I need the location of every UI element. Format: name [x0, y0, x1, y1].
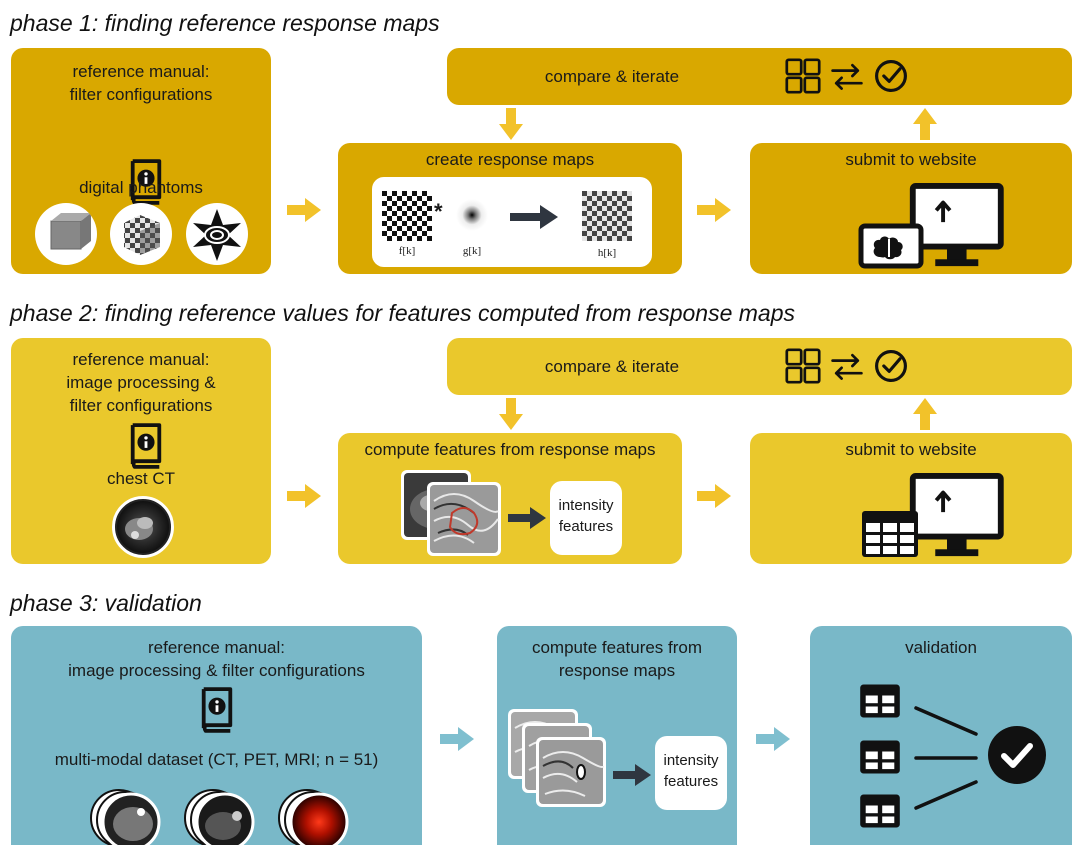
phase3-manual-panel: reference manual: image processing & fil… — [11, 626, 422, 845]
phase1-create-panel: create response maps * f[k] g[k] h[k] — [338, 143, 682, 274]
ct-scan-stack-image — [90, 789, 161, 845]
check-circle-icon — [875, 350, 907, 382]
phase2-manual-title: reference manual: image processing & fil… — [66, 350, 216, 415]
pet-scan-stack-image — [278, 789, 349, 845]
arrow-right-icon — [287, 198, 321, 222]
phase2-submit-label: submit to website — [845, 440, 977, 459]
phase1-create-label: create response maps — [425, 150, 595, 169]
equation-box: * f[k] g[k] h[k] — [372, 177, 652, 267]
arrow-down-icon — [499, 398, 523, 430]
connector-lines — [914, 706, 978, 810]
convolution-symbol: * — [434, 199, 443, 224]
phase1-manual-panel: reference manual: filter configurations … — [11, 48, 271, 274]
arrow-up-icon — [913, 398, 937, 430]
gaussian-kernel-image — [456, 199, 488, 231]
eq-f-label: f[k] — [398, 245, 416, 257]
eq-h-label: h[k] — [597, 247, 617, 259]
brain-tablet-icon — [858, 223, 924, 269]
arrow-right-icon — [508, 507, 546, 529]
phase2-ct-label: chest CT — [106, 469, 176, 488]
phase2-submit-panel: submit to website — [750, 433, 1072, 564]
phantom-star-image — [186, 203, 248, 265]
phase3-manual-title: reference manual: image processing & fil… — [68, 638, 365, 680]
eq-g-label: g[k] — [462, 245, 482, 257]
phase1-title: phase 1: finding reference response maps — [10, 10, 440, 36]
checkerboard-image — [382, 191, 432, 241]
check-circle-icon — [875, 60, 907, 92]
phase2-compare-panel: compare & iterate — [447, 338, 1072, 395]
intensity-features-box: intensity features — [550, 481, 622, 555]
table-icon — [862, 511, 918, 557]
intensity-features-label: intensity features — [558, 497, 614, 535]
mri-scan-stack-image — [184, 789, 255, 845]
response-map-image — [536, 737, 606, 807]
grid-icon — [785, 58, 821, 94]
phase1-manual-title: reference manual: filter configurations — [69, 62, 213, 104]
phase3-title: phase 3: validation — [10, 590, 202, 616]
arrow-right-icon — [440, 727, 474, 751]
phase3-compute-panel: compute features from response maps inte… — [497, 626, 737, 845]
arrow-right-icon — [613, 764, 651, 786]
swap-arrows-icon — [831, 63, 863, 90]
phase2-compute-panel: compute features from response maps inte… — [338, 433, 682, 564]
phase1-submit-label: submit to website — [845, 150, 977, 169]
phase2-compare-label: compare & iterate — [544, 357, 680, 376]
grid-icon — [785, 348, 821, 384]
phase1-submit-panel: submit to website — [750, 143, 1072, 274]
phase3-validation-panel: validation — [810, 626, 1072, 845]
phase2-title: phase 2: finding reference values for fe… — [10, 300, 795, 326]
phase1-compare-panel: compare & iterate — [447, 48, 1072, 105]
chest-ct-image — [112, 496, 174, 558]
check-circle-icon — [988, 726, 1046, 784]
intensity-features-box: intensity features — [655, 736, 727, 810]
book-info-icon — [130, 423, 162, 469]
arrow-right-icon — [287, 484, 321, 508]
phase2-manual-panel: reference manual: image processing & fil… — [11, 338, 271, 564]
swap-arrows-icon — [831, 353, 863, 380]
phase2-compute-label: compute features from response maps — [364, 440, 656, 459]
phase3-compute-label: compute features from response maps — [531, 638, 703, 680]
table-icon — [860, 794, 900, 828]
response-map-image — [427, 482, 501, 556]
book-info-icon — [201, 687, 233, 733]
arrow-right-icon — [756, 727, 790, 751]
phantom-sphere-image — [35, 203, 97, 265]
intensity-features-label: intensity features — [663, 752, 719, 790]
arrow-right-icon — [697, 198, 731, 222]
arrow-down-icon — [499, 108, 523, 140]
arrow-right-icon — [697, 484, 731, 508]
phantom-checker-cube-image — [110, 203, 172, 265]
phase3-dataset-label: multi-modal dataset (CT, PET, MRI; n = 5… — [54, 750, 379, 769]
table-icon — [860, 740, 900, 774]
phase3-validation-label: validation — [905, 638, 977, 657]
phase1-phantoms-label: digital phantoms — [79, 178, 203, 197]
filtered-checkerboard-image — [582, 191, 632, 241]
phase1-compare-label: compare & iterate — [544, 67, 680, 86]
table-icon — [860, 684, 900, 718]
arrow-up-icon — [913, 108, 937, 140]
arrow-right-icon — [510, 205, 558, 229]
